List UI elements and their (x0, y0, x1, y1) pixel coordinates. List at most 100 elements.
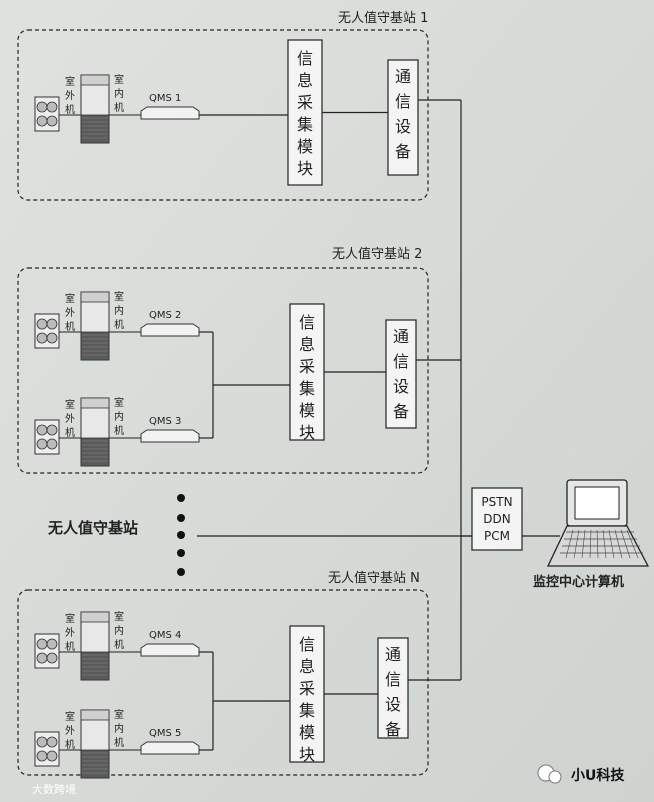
collector-label-char: 集 (299, 379, 315, 398)
outdoor-unit-label-char: 机 (65, 738, 75, 751)
comm-device-label-char: 设 (385, 695, 401, 714)
qms-module: QMS 1 (140, 93, 200, 120)
outdoor-unit-icon (34, 96, 60, 132)
comm-device-label-char: 备 (385, 720, 401, 739)
network-type-label: DDN (483, 512, 510, 526)
outdoor-unit-label: 室外机 (65, 710, 75, 751)
outdoor-unit-label: 室外机 (65, 612, 75, 653)
laptop-icon (546, 479, 650, 567)
collector-label-char: 信 (299, 313, 315, 332)
indoor-unit-label: 室内机 (114, 73, 124, 114)
outdoor-unit-label-char: 机 (65, 320, 75, 333)
indoor-unit-label: 室内机 (114, 396, 124, 437)
comm-device-label-char: 备 (393, 402, 409, 421)
outdoor-unit-label-char: 室 (65, 398, 75, 411)
indoor-unit-label-char: 室 (114, 708, 124, 721)
comm-device-label-char: 通 (393, 327, 409, 346)
outdoor-unit-label-char: 机 (65, 103, 75, 116)
outdoor-unit-label-char: 外 (65, 90, 75, 102)
indoor-unit-label: 室内机 (114, 290, 124, 331)
watermark-left: 大数跨境 (32, 782, 76, 796)
qms-module: QMS 3 (140, 416, 200, 443)
comm-device-label-char: 备 (395, 142, 411, 161)
qms-label: QMS 5 (149, 728, 181, 739)
collector-label-char: 息 (299, 657, 315, 676)
collector-label-char: 信 (299, 635, 315, 654)
indoor-unit-label-char: 内 (114, 410, 124, 423)
wechat-logo-icon (537, 764, 562, 784)
collector-label-char: 模 (299, 401, 315, 420)
station-title: 无人值守基站 2 (332, 246, 422, 262)
outdoor-unit-label-char: 室 (65, 75, 75, 88)
network-type-label: PSTN (481, 495, 512, 509)
indoor-unit-label-char: 室 (114, 396, 124, 409)
comm-device-label-char: 信 (393, 352, 409, 371)
indoor-unit-label-char: 机 (114, 424, 124, 437)
outdoor-unit-label-char: 室 (65, 612, 75, 625)
collector-label-char: 模 (297, 137, 313, 156)
more-stations-ellipsis (177, 494, 185, 576)
station-title: 无人值守基站 1 (338, 10, 428, 26)
collector-label-char: 块 (299, 423, 315, 442)
outdoor-unit-label-char: 外 (65, 413, 75, 425)
qms-label: QMS 2 (149, 310, 181, 321)
comm-device-label-char: 通 (395, 67, 411, 86)
qms-module: QMS 2 (140, 310, 200, 337)
qms-module: QMS 4 (140, 630, 200, 657)
outdoor-unit-label: 室外机 (65, 75, 75, 116)
outdoor-unit-label-char: 机 (65, 640, 75, 653)
collector-label-char: 信 (297, 49, 313, 68)
indoor-unit-icon (80, 397, 110, 467)
indoor-unit-icon (80, 74, 110, 144)
qms-label: QMS 3 (149, 416, 181, 427)
collector-label-char: 采 (297, 93, 313, 112)
comm-device-box (377, 637, 409, 739)
outdoor-unit-label-char: 室 (65, 292, 75, 305)
indoor-unit-label-char: 机 (114, 101, 124, 114)
comm-device-label-char: 信 (395, 92, 411, 111)
indoor-unit-label-char: 内 (114, 304, 124, 317)
collector-label-char: 息 (297, 71, 313, 90)
monitor-center-label: 监控中心计算机 (533, 574, 624, 590)
station-boundary (17, 29, 429, 201)
collector-label-char: 集 (297, 115, 313, 134)
indoor-unit-icon (80, 611, 110, 681)
station-title: 无人值守基站 N (328, 570, 420, 586)
collector-label-char: 块 (299, 745, 315, 764)
indoor-unit-label-char: 内 (114, 87, 124, 100)
collector-box (287, 39, 323, 186)
indoor-unit-label-char: 机 (114, 638, 124, 651)
outdoor-unit-label-char: 机 (65, 426, 75, 439)
qms-label: QMS 4 (149, 630, 181, 641)
collector-box (289, 625, 325, 763)
comm-device-box (385, 319, 417, 429)
station-boundary (17, 589, 429, 776)
outdoor-unit-label: 室外机 (65, 292, 75, 333)
outdoor-unit-label: 室外机 (65, 398, 75, 439)
comm-device-label-char: 信 (385, 670, 401, 689)
network-type-label: PCM (484, 529, 510, 543)
indoor-unit-label-char: 室 (114, 610, 124, 623)
outdoor-unit-icon (34, 633, 60, 669)
watermark-right: 小U科技 (571, 767, 625, 784)
comm-device-label-char: 通 (385, 645, 401, 664)
outdoor-unit-icon (34, 313, 60, 349)
collector-label-char: 息 (299, 335, 315, 354)
collector-label-char: 块 (297, 159, 313, 178)
collector-label-char: 采 (299, 357, 315, 376)
outdoor-unit-label-char: 室 (65, 710, 75, 723)
outdoor-unit-label-char: 外 (65, 725, 75, 737)
collector-label-char: 模 (299, 723, 315, 742)
qms-label: QMS 1 (149, 93, 181, 104)
